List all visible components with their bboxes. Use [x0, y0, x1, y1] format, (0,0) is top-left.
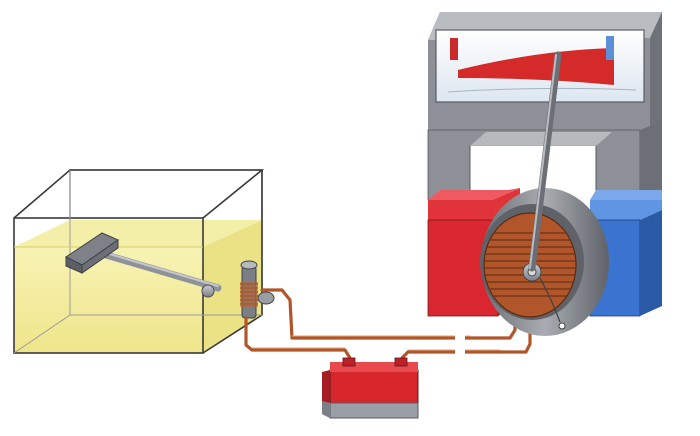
- dial-scale: [447, 36, 637, 93]
- float-lever: [65, 232, 222, 298]
- battery: [322, 357, 419, 419]
- sender-coil: [240, 260, 275, 319]
- gauge-needle: [528, 51, 562, 272]
- fuel-tank: [13, 169, 265, 354]
- gauge-meter: [427, 12, 662, 336]
